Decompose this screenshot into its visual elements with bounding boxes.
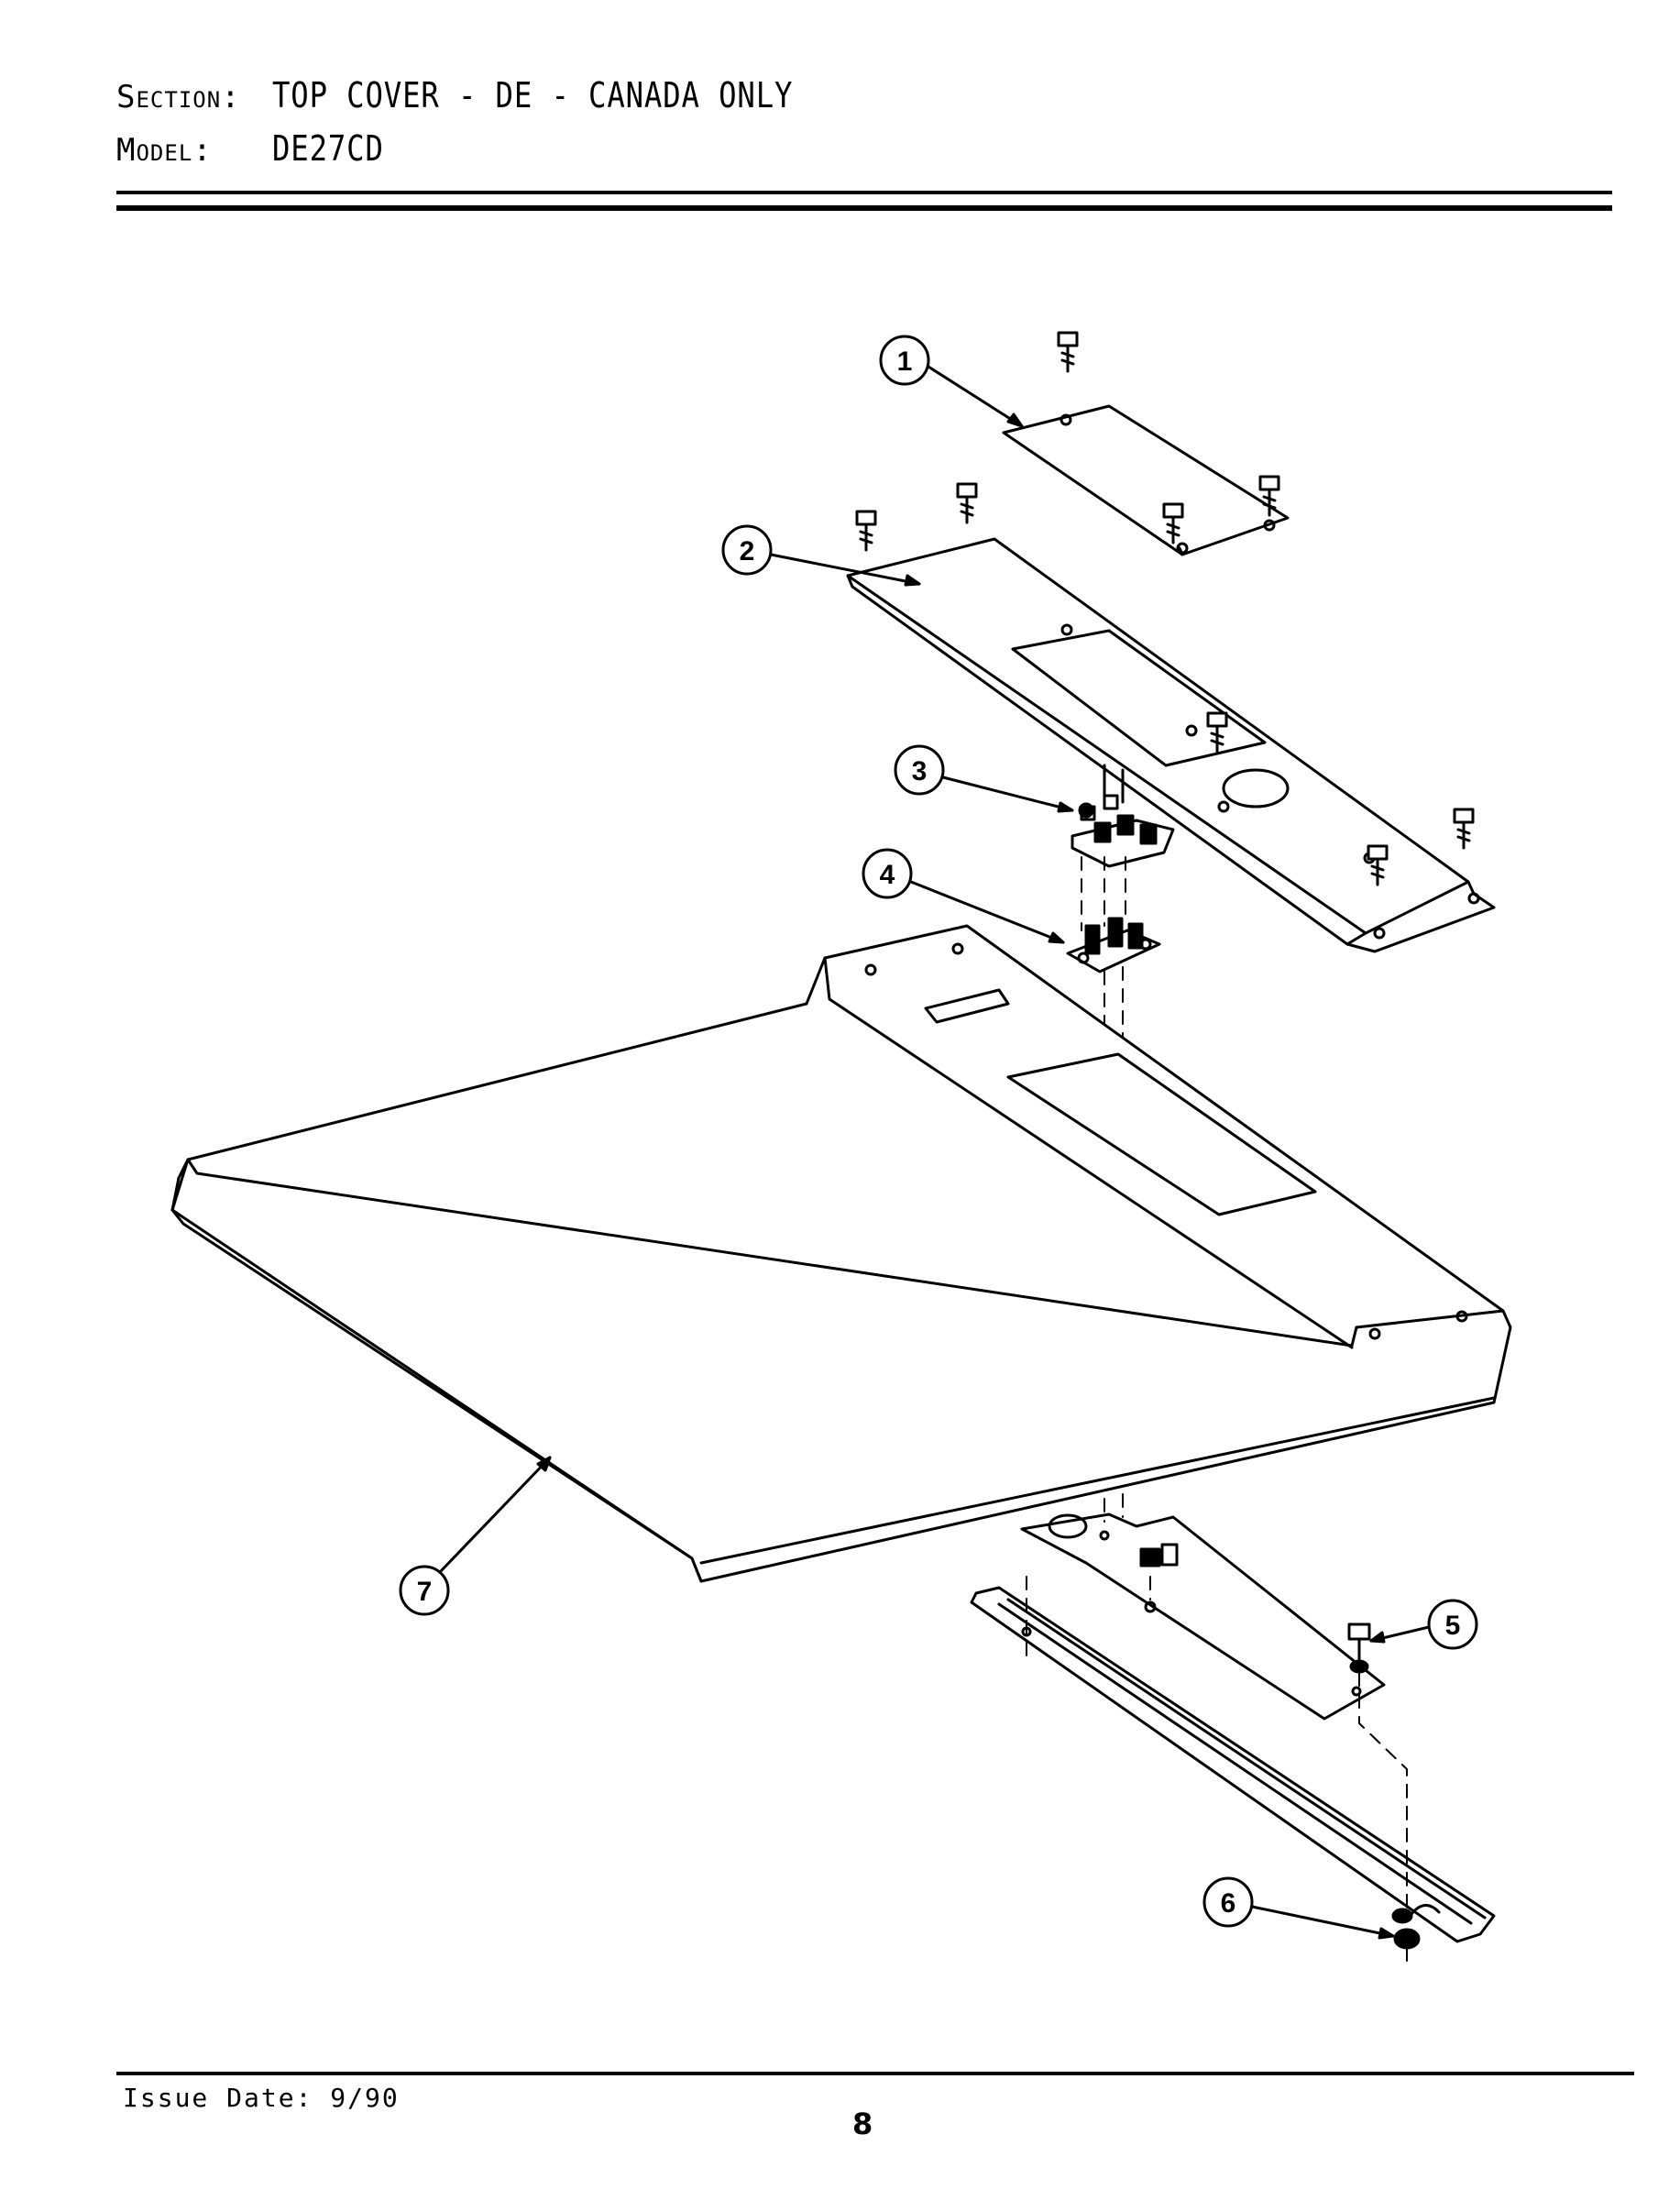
- header-rule-thick: [116, 205, 1612, 211]
- part-4-terminal-mount: [1066, 917, 1161, 974]
- callout-4: 4: [862, 848, 1065, 944]
- callout-6-label: 6: [1221, 1888, 1236, 1919]
- footer-rule: [116, 2072, 1634, 2075]
- part-7-top-cover: [170, 924, 1512, 1583]
- header-rule-thin: [116, 191, 1612, 194]
- model-value: DE27CD: [272, 128, 384, 169]
- part-2-rail-bracket: [846, 537, 1496, 953]
- section-label: Section:: [116, 79, 241, 116]
- part-1-cover-plate: [1002, 404, 1290, 556]
- section-row: Section: TOP COVER - DE - CANADA ONLY: [116, 75, 1610, 128]
- dashed-guides-upper: [1081, 856, 1126, 1046]
- model-label: Model:: [116, 132, 213, 169]
- issue-date: Issue Date: 9/90: [123, 2083, 400, 2113]
- screws-upper: [855, 331, 1475, 886]
- callout-2-label: 2: [740, 536, 755, 566]
- dashed-guides-lower: [1026, 1493, 1408, 1967]
- part-3-terminal-block: [1071, 764, 1175, 868]
- callout-6: 6: [1202, 1876, 1395, 1940]
- model-row: Model: DE27CD: [116, 128, 1610, 182]
- page-number: 8: [852, 2106, 873, 2141]
- callout-1-label: 1: [897, 346, 913, 377]
- lower-rail: [970, 1586, 1496, 1943]
- part-5-screw: [1347, 1622, 1371, 1674]
- part-6-nut: [1391, 1908, 1421, 1950]
- callout-7: 7: [399, 1456, 552, 1616]
- callout-3: 3: [894, 744, 1074, 813]
- callout-5: 5: [1369, 1599, 1478, 1650]
- callout-7-label: 7: [417, 1577, 433, 1607]
- callout-5-label: 5: [1445, 1611, 1461, 1641]
- callout-1: 1: [879, 335, 1024, 428]
- callout-4-label: 4: [880, 860, 895, 890]
- callout-2: 2: [721, 524, 921, 587]
- lower-bracket: [1020, 1512, 1386, 1721]
- callout-3-label: 3: [912, 756, 928, 786]
- page-header: Section: TOP COVER - DE - CANADA ONLY Mo…: [116, 75, 1610, 182]
- section-value: TOP COVER - DE - CANADA ONLY: [272, 75, 794, 116]
